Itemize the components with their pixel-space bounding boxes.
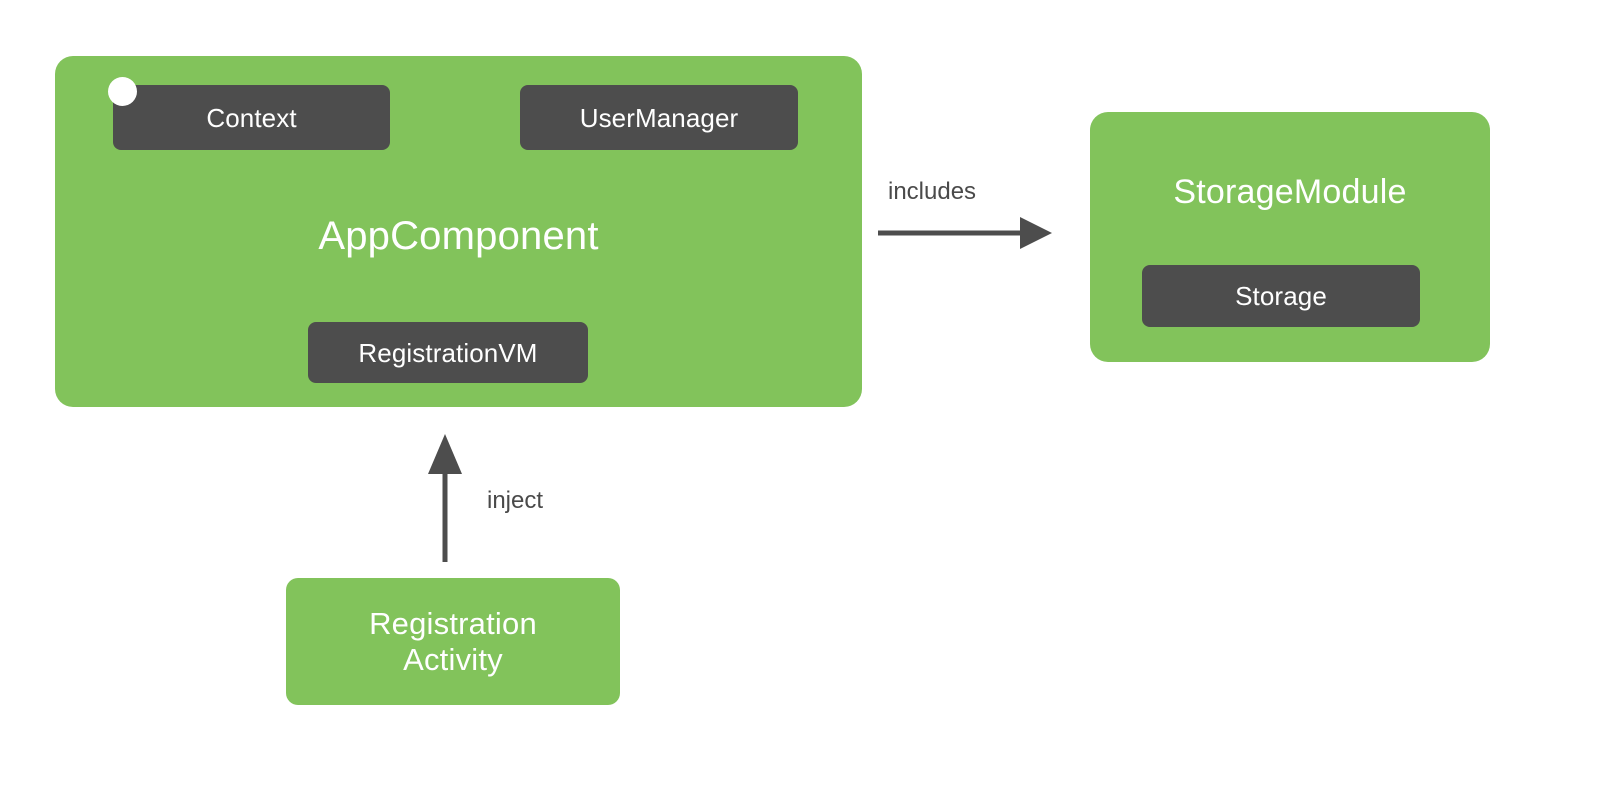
dependency-chip-user-manager[interactable]: UserManager bbox=[520, 85, 798, 150]
edge-arrow-inject-icon bbox=[428, 434, 462, 562]
node-registration-activity[interactable]: Registration Activity bbox=[286, 578, 620, 705]
dependency-chip-registration-vm[interactable]: RegistrationVM bbox=[308, 322, 588, 383]
node-title-app-component: AppComponent bbox=[318, 214, 599, 258]
node-title-registration-activity: Registration Activity bbox=[369, 606, 537, 677]
scope-marker-dot-icon bbox=[108, 77, 137, 106]
edge-arrow-includes-icon bbox=[878, 217, 1052, 249]
edge-label-includes: includes bbox=[888, 178, 977, 205]
dependency-chip-context[interactable]: Context bbox=[113, 85, 390, 150]
dependency-chip-storage[interactable]: Storage bbox=[1142, 265, 1420, 327]
edge-label-inject: inject bbox=[487, 487, 544, 514]
node-title-storage-module: StorageModule bbox=[1173, 173, 1407, 211]
